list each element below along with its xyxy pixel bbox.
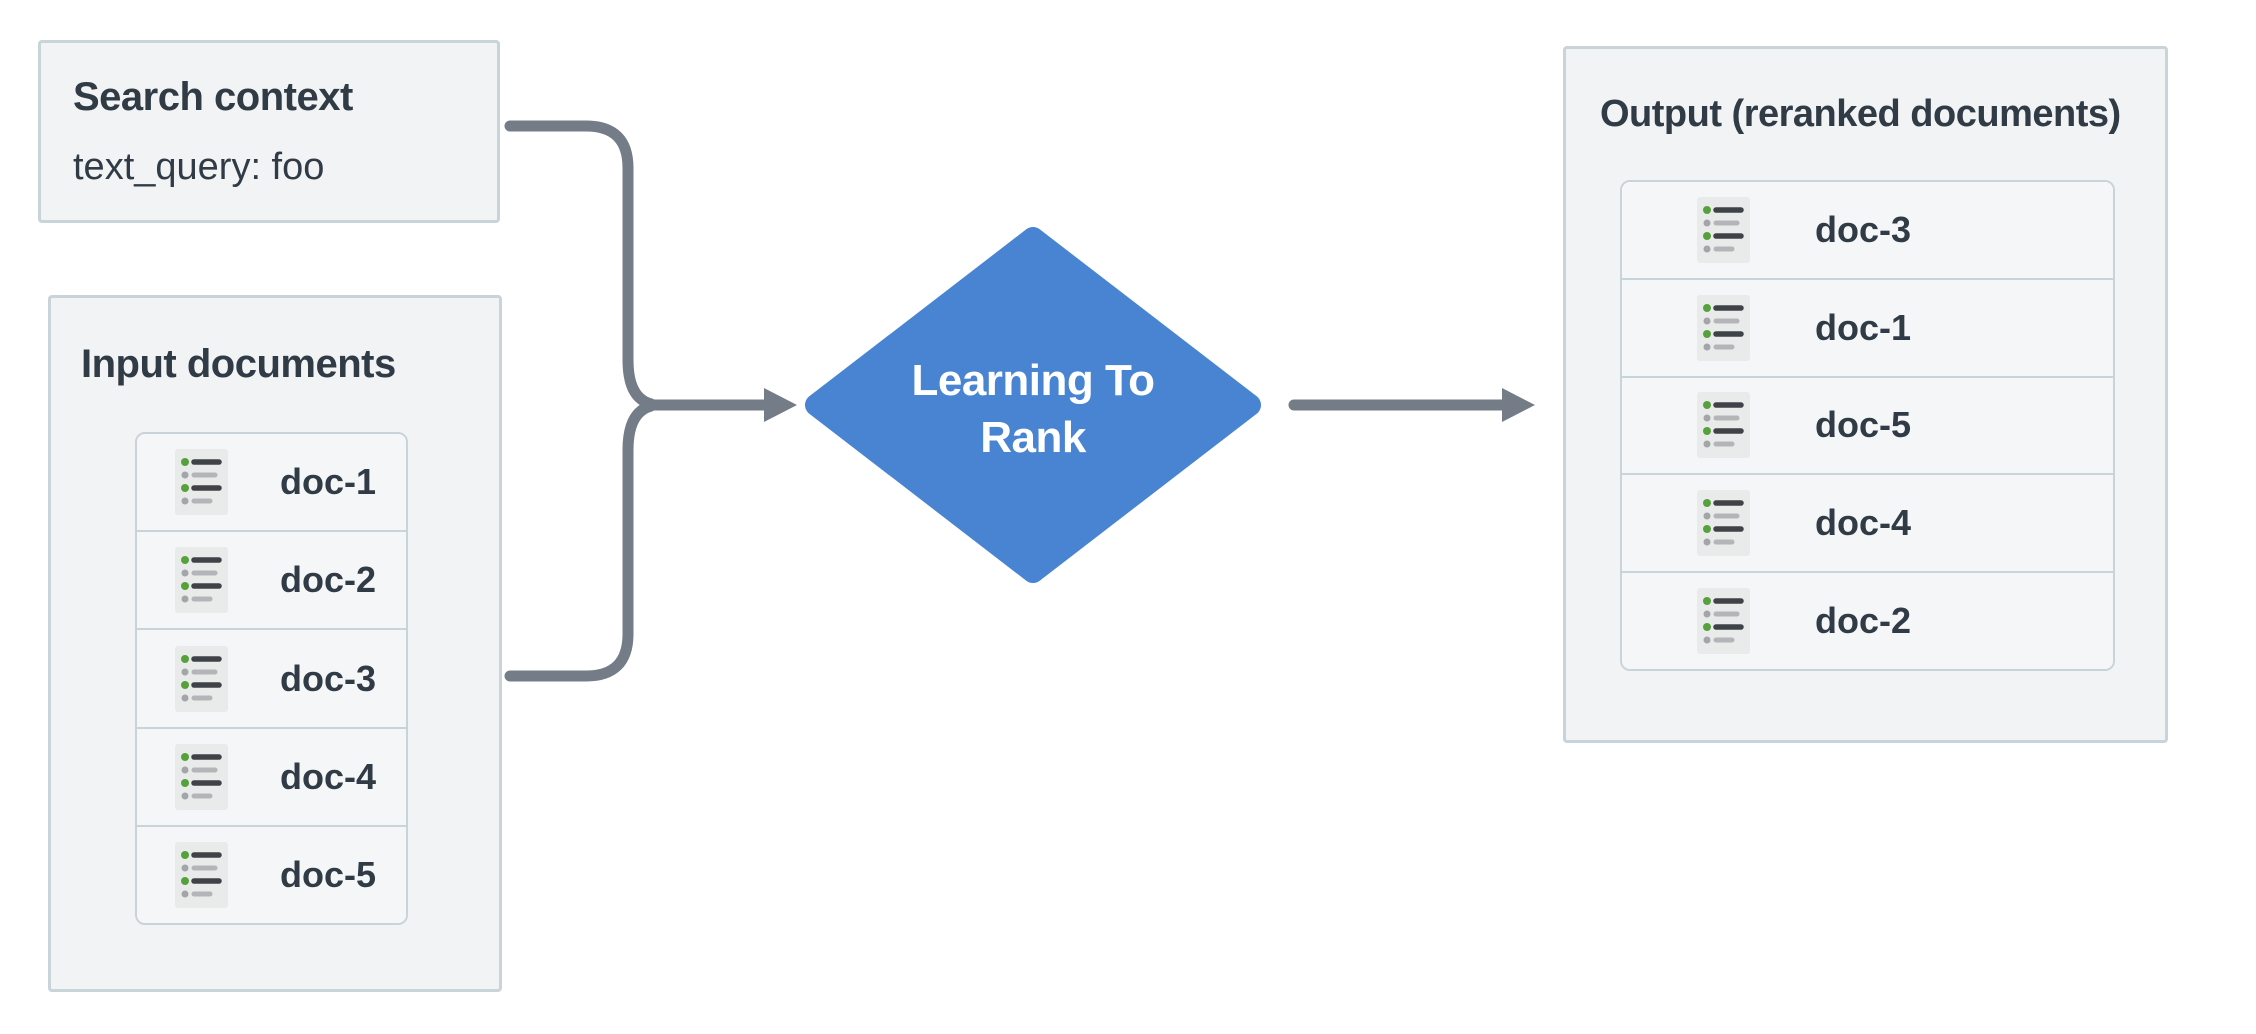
- doc-label: doc-1: [280, 461, 377, 503]
- list-item: doc-4: [137, 726, 406, 825]
- diamond-label: Learning To Rank: [833, 352, 1233, 466]
- arrowhead-into-output-icon: [1502, 388, 1535, 422]
- diamond-label-line1: Learning To: [911, 356, 1155, 405]
- input-documents-box: Input documents doc-1 doc-2 doc-3: [48, 295, 502, 992]
- doc-label: doc-2: [1815, 600, 1912, 642]
- output-box: Output (reranked documents) doc-3 doc-1 …: [1563, 46, 2168, 743]
- document-list-icon: [1697, 196, 1750, 263]
- list-item: doc-5: [1622, 375, 2113, 474]
- list-item: doc-2: [1622, 571, 2113, 669]
- doc-label: doc-1: [1815, 306, 1912, 348]
- document-list-icon: [1697, 392, 1750, 459]
- learning-to-rank-diamond: [805, 227, 1261, 583]
- document-list-icon: [1697, 490, 1750, 557]
- document-list-icon: [175, 743, 228, 810]
- list-item: doc-3: [1622, 182, 2113, 278]
- document-list-icon: [1697, 294, 1750, 361]
- list-item: doc-3: [137, 628, 406, 727]
- document-list-icon: [1697, 588, 1750, 655]
- list-item: doc-5: [137, 824, 406, 923]
- connector-input-to-merge: [504, 400, 657, 682]
- list-item: doc-1: [1622, 277, 2113, 376]
- doc-label: doc-4: [1815, 502, 1912, 544]
- search-context-title: Search context: [73, 75, 353, 119]
- list-item: doc-1: [137, 434, 406, 531]
- input-document-list: doc-1 doc-2 doc-3 doc-4: [135, 432, 408, 925]
- document-list-icon: [175, 645, 228, 712]
- document-list-icon: [175, 841, 228, 908]
- input-documents-title: Input documents: [81, 342, 396, 386]
- diamond-label-line2: Rank: [980, 413, 1086, 462]
- output-title: Output (reranked documents): [1600, 93, 2121, 135]
- output-document-list: doc-3 doc-1 doc-5 doc-4: [1620, 180, 2115, 671]
- doc-label: doc-3: [280, 657, 377, 699]
- document-list-icon: [175, 449, 228, 516]
- document-list-icon: [175, 547, 228, 614]
- doc-label: doc-4: [280, 755, 377, 797]
- list-item: doc-2: [137, 530, 406, 629]
- connector-search-to-merge: [504, 120, 657, 410]
- doc-label: doc-5: [1815, 404, 1912, 446]
- list-item: doc-4: [1622, 473, 2113, 572]
- doc-label: doc-3: [1815, 208, 1912, 250]
- doc-label: doc-5: [280, 853, 377, 895]
- arrowhead-into-diamond-icon: [764, 388, 797, 422]
- search-query-text: text_query: foo: [73, 146, 325, 188]
- doc-label: doc-2: [280, 559, 377, 601]
- search-context-box: Search context text_query: foo: [38, 40, 500, 223]
